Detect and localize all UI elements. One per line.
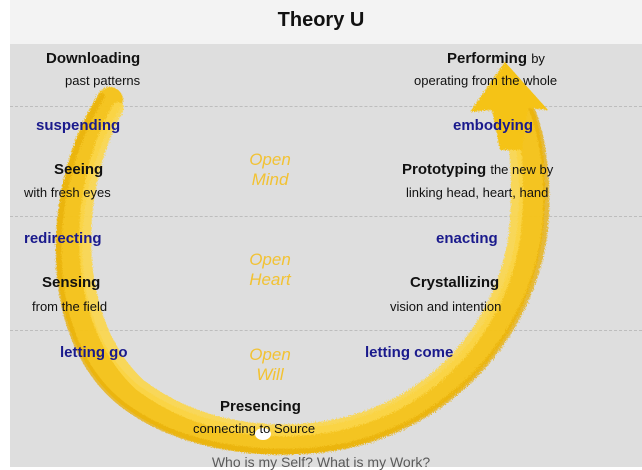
stage-crystallizing-sub: vision and intention <box>390 299 502 314</box>
stage-performing-sub: operating from the whole <box>414 73 558 88</box>
u-stroke-outer <box>55 87 550 455</box>
title-bar <box>10 0 642 44</box>
stage-prototyping-sub: linking head, heart, hand <box>406 185 549 200</box>
stage-downloading-sub: past patterns <box>65 73 141 88</box>
stage-downloading: Downloading <box>46 50 141 67</box>
stage-performing: Performing by <box>447 50 545 67</box>
stage-crystallizing: Crystallizing <box>410 274 500 291</box>
stage-presencing-sub: connecting to Source <box>193 421 316 436</box>
stage-seeing: Seeing <box>54 161 104 178</box>
stage-prototyping: Prototyping the new by <box>402 161 554 178</box>
diagram-title: Theory U <box>277 9 365 31</box>
arrowhead <box>470 62 548 150</box>
divider-2 <box>10 216 642 217</box>
verb-redirecting: redirecting <box>24 230 102 247</box>
u-curve <box>55 82 550 455</box>
verb-suspending: suspending <box>36 117 121 134</box>
u-stroke-main <box>56 82 545 455</box>
footer-question: Who is my Self? What is my Work? <box>211 454 431 470</box>
verb-letting-come: letting come <box>365 344 454 361</box>
u-stroke-inner <box>79 96 523 437</box>
verb-embodying: embodying <box>453 117 534 134</box>
stage-seeing-sub: with fresh eyes <box>24 185 111 200</box>
divider-1 <box>10 106 642 107</box>
divider-3 <box>10 330 642 331</box>
stage-presencing: Presencing <box>220 398 301 415</box>
verb-letting-go: letting go <box>60 344 128 361</box>
verb-enacting: enacting <box>436 230 498 247</box>
stage-sensing: Sensing <box>42 274 101 291</box>
source-point <box>255 428 271 440</box>
stage-sensing-sub: from the field <box>32 299 108 314</box>
